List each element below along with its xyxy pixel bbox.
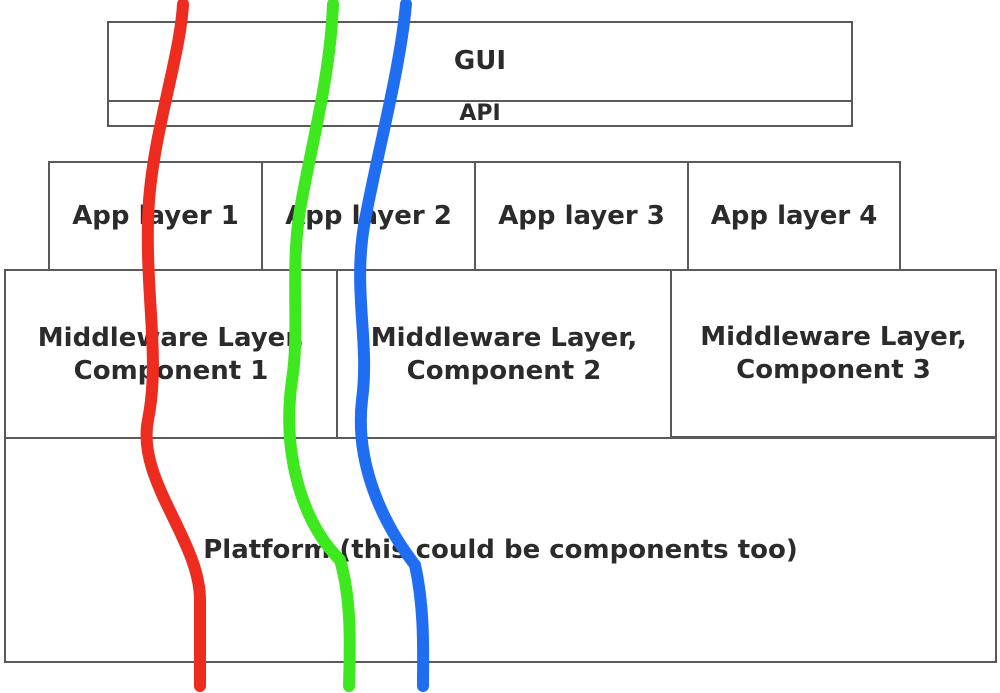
middleware-component-3-line1: Middleware Layer, (700, 322, 967, 352)
middleware-component-1-line1: Middleware Layer, (37, 323, 305, 353)
app-layer-4-label: App layer 4 (710, 200, 878, 231)
middleware-component-2-text: Middleware Layer, Component 2 (371, 322, 637, 387)
middleware-component-1-line2: Component 1 (73, 355, 269, 386)
api-label: API (459, 100, 501, 126)
middleware-component-3-text: Middleware Layer, Component 3 (700, 321, 966, 386)
app-layer-3-label: App layer 3 (498, 200, 665, 231)
platform-box: Platform (this could be components too) (4, 437, 997, 663)
app-layer-3-box: App layer 3 (474, 161, 689, 271)
app-layer-4-box: App layer 4 (687, 161, 901, 271)
gui-box: GUI (107, 21, 853, 102)
middleware-component-3-box: Middleware Layer, Component 3 (670, 269, 997, 438)
middleware-component-2-box: Middleware Layer, Component 2 (336, 269, 672, 440)
app-layer-1-label: App layer 1 (72, 200, 239, 231)
middleware-component-1-box: Middleware Layer, Component 1 (4, 269, 338, 440)
middleware-component-1-text: Middleware Layer, Component 1 (38, 322, 304, 387)
app-layer-1-box: App layer 1 (48, 161, 263, 271)
gui-label: GUI (453, 46, 507, 77)
middleware-component-2-line2: Component 2 (406, 355, 602, 386)
platform-label: Platform (this could be components too) (203, 534, 798, 565)
blue-strand (354, 0, 430, 692)
api-box: API (107, 100, 853, 127)
green-strand (283, 0, 356, 692)
red-strand (140, 0, 207, 692)
middleware-component-3-line2: Component 3 (736, 354, 931, 385)
middleware-component-2-line1: Middleware Layer, (370, 323, 638, 353)
